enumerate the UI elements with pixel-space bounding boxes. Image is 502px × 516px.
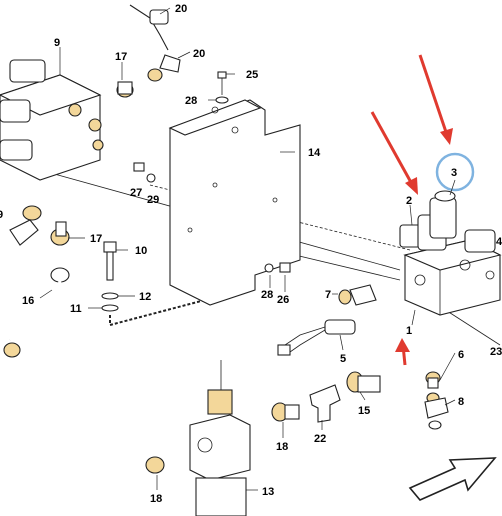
label-10: 10	[135, 245, 147, 257]
small-hardware	[133, 71, 291, 273]
label-9-top: 9	[54, 37, 60, 49]
label-29: 29	[147, 194, 159, 206]
label-18-mid: 18	[276, 441, 288, 453]
label-28-mid: 28	[261, 289, 273, 301]
label-9-left: 9	[0, 209, 3, 221]
label-3: 3	[451, 167, 457, 179]
label-15: 15	[358, 405, 370, 417]
label-12: 12	[139, 291, 151, 303]
red-arrows	[370, 54, 453, 366]
main-valve-block	[399, 190, 502, 316]
valve-block-left	[0, 59, 104, 181]
label-22: 22	[314, 433, 326, 445]
label-25: 25	[246, 69, 258, 81]
label-4: 4	[496, 236, 502, 248]
label-23: 23	[490, 346, 502, 358]
highlight-circle	[435, 152, 475, 192]
mounting-bracket	[168, 99, 301, 306]
part-labels: 20 9 17 20 25 28 14 3 2 27 29 9 17 10 12…	[0, 3, 502, 505]
bottom-fittings	[145, 371, 381, 474]
label-2: 2	[406, 195, 412, 207]
label-26: 26	[277, 294, 289, 306]
label-11: 11	[70, 303, 82, 315]
label-20-mid: 20	[193, 48, 205, 60]
label-8: 8	[458, 396, 464, 408]
leader-lines	[39, 7, 456, 491]
label-20-top: 20	[175, 3, 187, 15]
label-16: 16	[22, 295, 34, 307]
label-27: 27	[130, 187, 142, 199]
right-fittings	[277, 284, 449, 430]
label-5: 5	[340, 353, 346, 365]
fittings-left	[3, 205, 70, 358]
label-1: 1	[406, 325, 412, 337]
label-17-left: 17	[90, 233, 102, 245]
fittings-top	[116, 4, 181, 98]
label-18-bottom: 18	[150, 493, 162, 505]
label-7: 7	[325, 289, 331, 301]
label-28-top: 28	[185, 95, 197, 107]
direction-arrow	[408, 457, 497, 501]
label-6: 6	[458, 349, 464, 361]
label-17-top: 17	[115, 51, 127, 63]
label-14: 14	[308, 147, 321, 159]
cylinder	[189, 360, 251, 516]
label-13: 13	[262, 486, 274, 498]
